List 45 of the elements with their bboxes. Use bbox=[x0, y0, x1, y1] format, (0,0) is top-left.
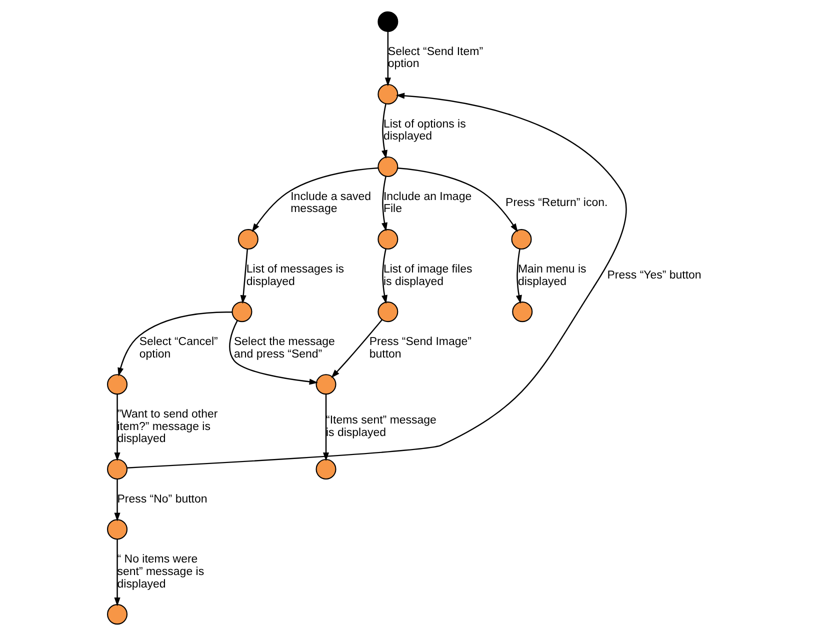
arrow bbox=[382, 104, 388, 159]
edge-label: “Items sent” message is displayed bbox=[326, 414, 436, 439]
node-circle bbox=[378, 84, 398, 104]
edge-label: List of messages is displayed bbox=[246, 263, 344, 288]
arrow bbox=[114, 394, 120, 462]
arrow bbox=[322, 394, 330, 462]
node-circle bbox=[107, 519, 128, 540]
arrow bbox=[516, 248, 522, 304]
arrow bbox=[382, 248, 388, 304]
arrow bbox=[384, 32, 391, 86]
edge-label: Press “Yes” button bbox=[607, 270, 702, 282]
arrow bbox=[252, 167, 378, 232]
arrow bbox=[331, 320, 382, 378]
node-circle bbox=[378, 229, 398, 250]
edge-label: Select “Cancel” option bbox=[139, 336, 218, 360]
arrow bbox=[229, 320, 318, 385]
node-circle bbox=[238, 229, 258, 250]
node-circle bbox=[378, 302, 398, 322]
edge-label: Select “Send Item” option bbox=[388, 46, 484, 70]
node-circle bbox=[316, 459, 336, 480]
arrow bbox=[114, 479, 120, 522]
arrow bbox=[118, 312, 232, 376]
arrow bbox=[382, 176, 388, 232]
arrow bbox=[240, 249, 248, 304]
node-circle bbox=[107, 374, 128, 395]
edge-label: List of options is displayed bbox=[384, 118, 466, 143]
edge-label: List of image files is displayed bbox=[384, 263, 472, 288]
edge-label: Include a saved message bbox=[290, 190, 372, 216]
node-circle bbox=[378, 156, 398, 177]
arrow bbox=[127, 92, 627, 468]
node-circle bbox=[316, 374, 336, 395]
edge-label: Press “Return” icon. bbox=[506, 197, 608, 210]
node-circle bbox=[512, 302, 533, 322]
arrow bbox=[398, 168, 518, 232]
node-circle bbox=[232, 302, 252, 322]
edge-label: Press “Send Image” button bbox=[369, 336, 472, 360]
edge-label: Select the message and press “Send” bbox=[234, 336, 335, 360]
node-circle bbox=[107, 604, 128, 625]
edge-label: Include an Image File bbox=[384, 190, 472, 216]
arrow bbox=[114, 539, 120, 606]
node-circle bbox=[511, 229, 532, 250]
node-circle bbox=[378, 11, 398, 32]
edge-label: Main menu is displayed bbox=[518, 263, 586, 288]
edge-label: Press “No” button bbox=[117, 493, 208, 506]
node-circle bbox=[107, 459, 128, 480]
